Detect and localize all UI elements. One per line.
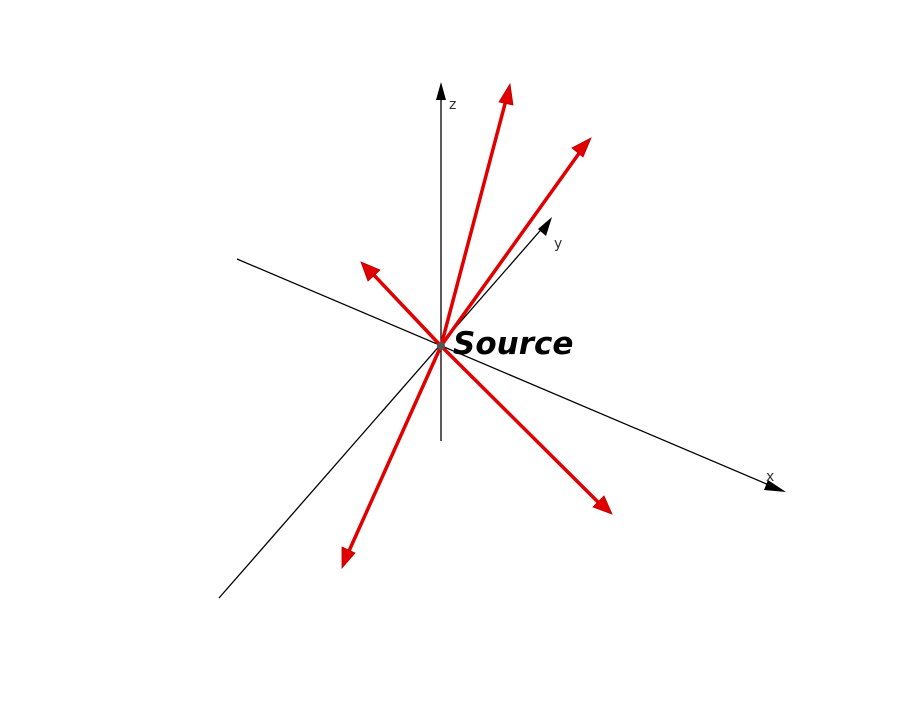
y-axis-label: y [554,236,562,252]
vector-4-shaft [439,344,600,504]
vector-3-shaft [370,271,443,348]
vector-2-shaft [439,150,582,348]
vector-1-shaft [439,98,508,348]
x-axis-line [236,258,777,489]
vector-1-arrowhead [498,82,514,106]
vector-5-shaft [347,344,443,553]
x-axis-label: x [766,469,774,485]
vector-3-arrowhead [360,261,381,282]
vector-2-arrowhead [571,137,592,158]
z-axis-label: z [449,97,456,113]
vector-4-arrowhead [592,495,613,515]
vector-5-arrowhead [341,546,356,570]
x-axis-arrowhead [764,480,786,492]
y-axis-line [218,223,547,599]
source-point [437,342,445,350]
vectors [341,82,613,570]
source-label: Source [453,326,573,362]
axes: z x y [218,82,786,599]
y-axis-arrowhead [538,217,552,236]
z-axis-arrowhead [436,82,446,100]
